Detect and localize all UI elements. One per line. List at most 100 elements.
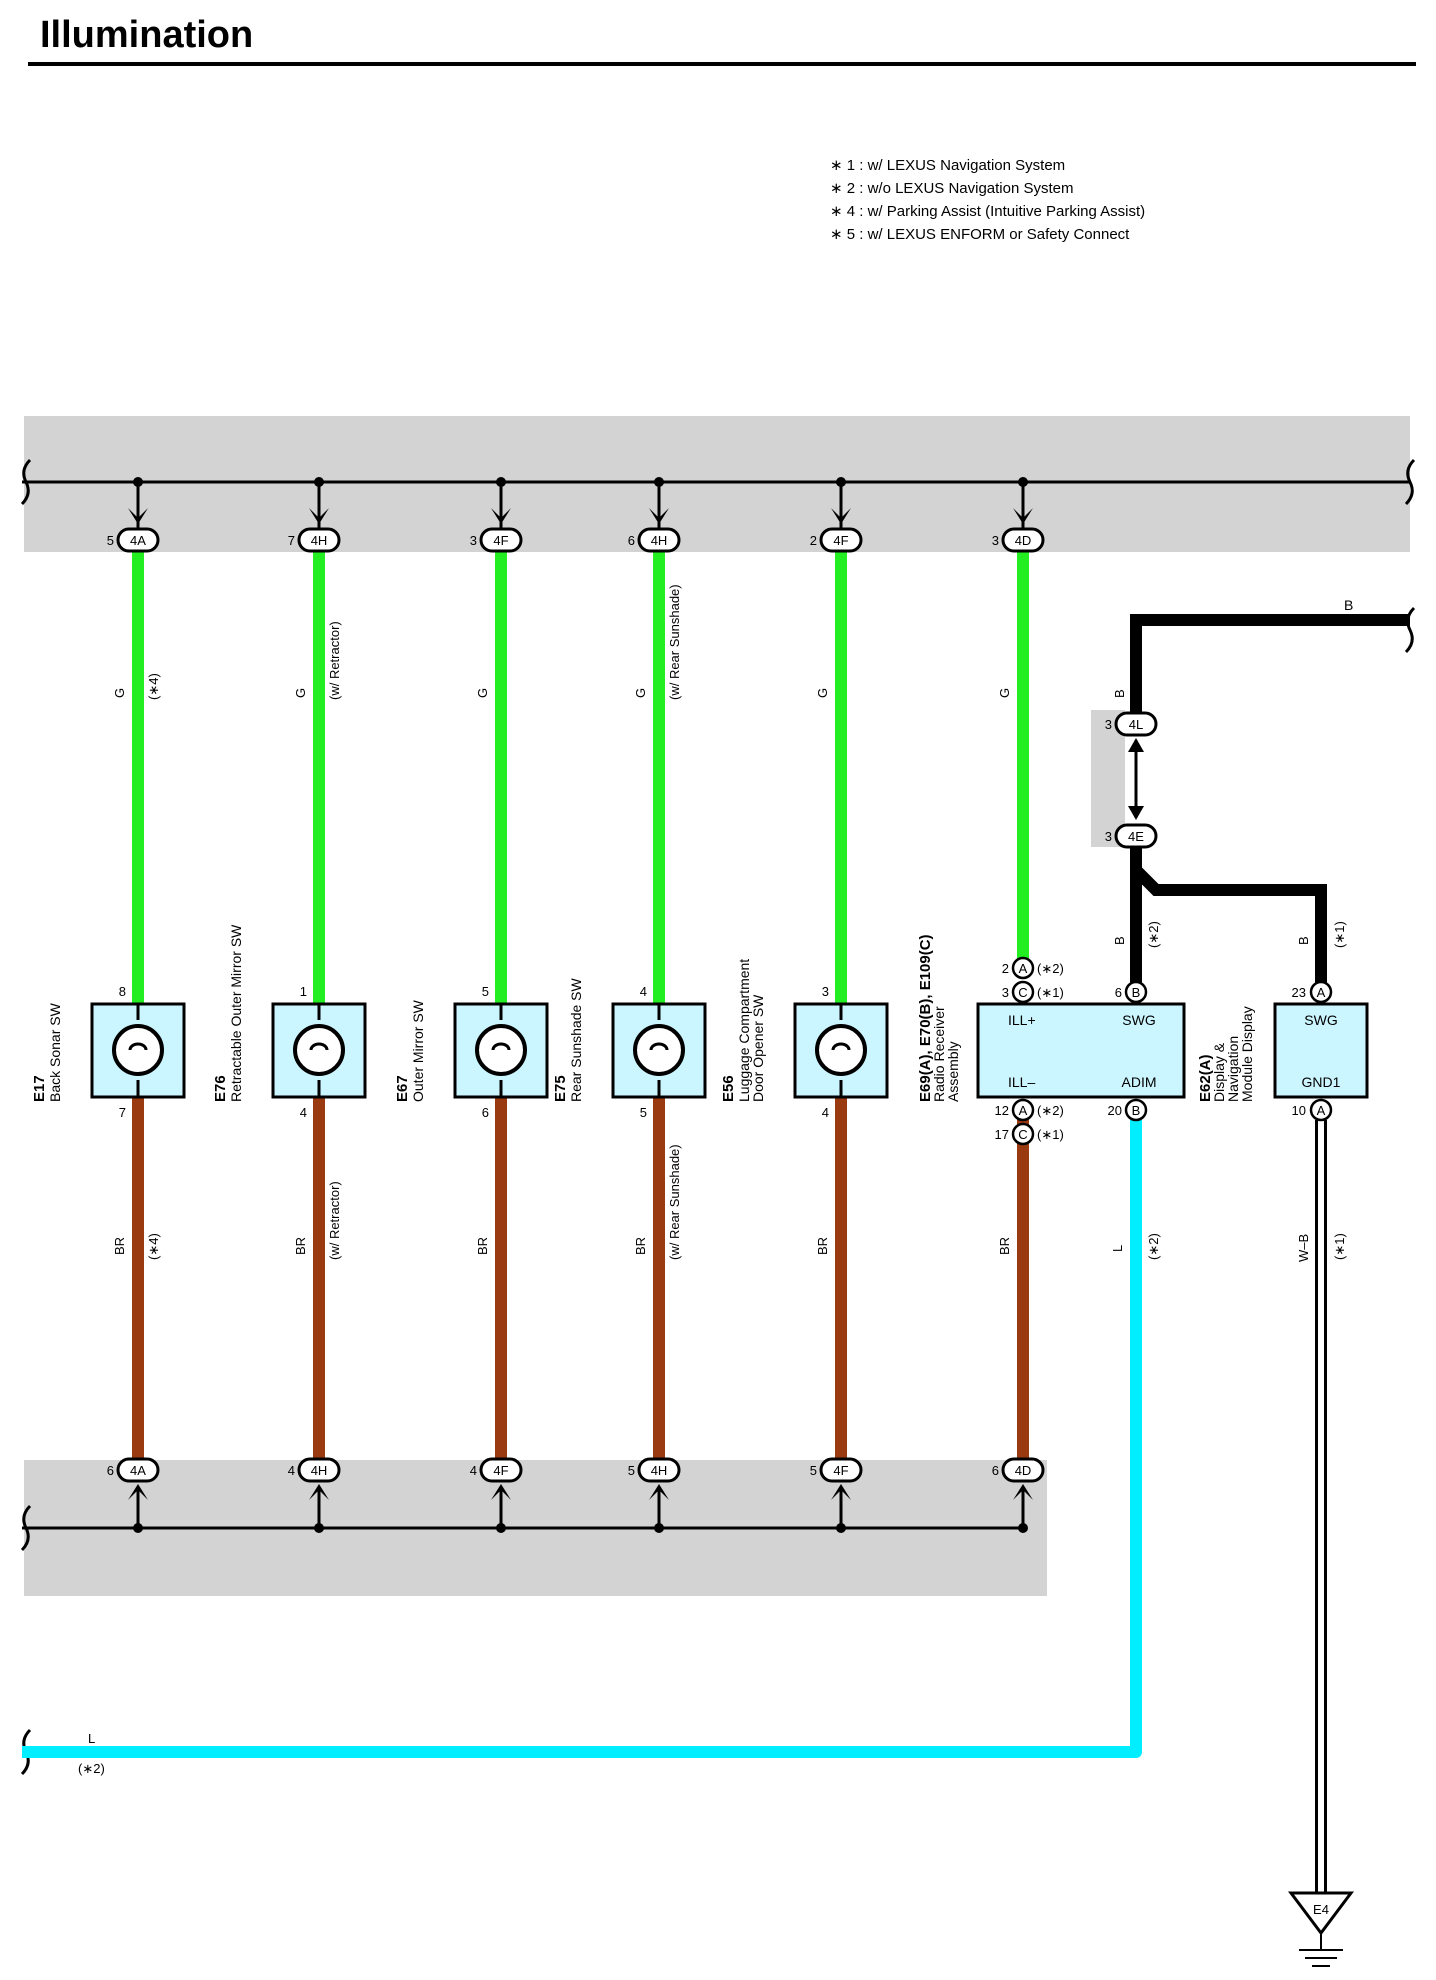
connector-pin-number: 4	[470, 1463, 477, 1478]
junction-connector-bottom-label: 4E	[1128, 829, 1144, 844]
radio-receiver-box	[976, 1002, 1186, 1099]
radio-pin-connector-label: B	[1132, 985, 1141, 1000]
wire-condition: (∗4)	[146, 1233, 161, 1260]
terminal-ill-plus: ILL+	[1008, 1012, 1036, 1028]
radio-pin-condition: (∗1)	[1037, 985, 1064, 1000]
component-code: E69(A), E70(B), E109(C)	[917, 934, 934, 1102]
connector-arrow	[128, 508, 148, 524]
connector-top	[297, 527, 341, 553]
display-module-box	[1273, 1002, 1369, 1099]
terminal-gnd: GND1	[1302, 1074, 1341, 1090]
display-pin-connector	[1309, 1098, 1333, 1122]
junction-arrow-down	[1128, 806, 1144, 820]
wire-color-label: B	[1112, 689, 1127, 698]
radio-pin-connector-label: A	[1019, 961, 1028, 976]
illumination-lamp-icon	[633, 1024, 685, 1076]
connector-pin-number: 6	[107, 1463, 114, 1478]
terminal-swg: SWG	[1304, 1012, 1337, 1028]
terminal-ill-minus: ILL–	[1008, 1074, 1035, 1090]
connector-pin-number: 3	[992, 533, 999, 548]
radio-pin-connector-label: C	[1018, 985, 1027, 1000]
component-code: E75	[552, 1075, 569, 1102]
wire-color-label: BR	[997, 1237, 1012, 1255]
connector-pin-number: 5	[107, 533, 114, 548]
radio-pin-number: 3	[1002, 985, 1009, 1000]
connector-bottom-label: 4H	[311, 1463, 328, 1478]
component-name: Module Display	[1239, 1006, 1255, 1102]
connector-bottom	[1001, 1457, 1045, 1483]
connector-top	[116, 527, 160, 553]
wire-color-label: G	[293, 688, 308, 698]
display-pin-connector-label: A	[1317, 985, 1326, 1000]
radio-pin-number: 6	[1115, 985, 1122, 1000]
note-line: ∗ 5 : w/ LEXUS ENFORM or Safety Connect	[830, 226, 1130, 243]
radio-pin-connector	[1011, 1122, 1035, 1146]
radio-pin-connector-label: B	[1132, 1103, 1141, 1118]
connector-arrow	[831, 508, 851, 524]
connector-top-label: 4A	[130, 533, 146, 548]
connector-arrow	[649, 1484, 669, 1500]
connector-bottom	[479, 1457, 523, 1483]
connector-top-label: 4F	[833, 533, 848, 548]
wire-condition: (∗4)	[146, 673, 161, 700]
component-code: E76	[212, 1075, 229, 1102]
junction-pin: 3	[1105, 829, 1112, 844]
wire-color-label: BR	[475, 1237, 490, 1255]
switch-pin-bottom: 4	[822, 1105, 829, 1120]
junction-pin: 3	[1105, 717, 1112, 732]
wire-condition: (w/ Rear Sunshade)	[667, 584, 682, 700]
radio-pin-connector	[1011, 1098, 1035, 1122]
connector-arrow	[309, 508, 329, 524]
wire-color-label: W–B	[1296, 1234, 1311, 1262]
top-bus-break-right	[1404, 458, 1416, 506]
connector-bottom-label: 4F	[493, 1463, 508, 1478]
switch-pin-bottom: 5	[640, 1105, 647, 1120]
notes-legend: ∗ 1 : w/ LEXUS Navigation System∗ 2 : w/…	[830, 157, 1145, 243]
display-pin-number: 23	[1292, 985, 1306, 1000]
wire-condition: (w/ Retractor)	[327, 1181, 342, 1260]
radio-pin-number: 12	[995, 1103, 1009, 1118]
wire-color-label: BR	[112, 1237, 127, 1255]
illumination-lamp-icon	[112, 1024, 164, 1076]
connector-top	[479, 527, 523, 553]
connector-top	[637, 527, 681, 553]
junction-connector-top	[1114, 711, 1158, 737]
lamp-filament	[128, 1042, 148, 1051]
bus-junction-dot	[133, 1523, 143, 1533]
wire-color-label: G	[633, 688, 648, 698]
junction-connector-top-label: 4L	[1129, 717, 1143, 732]
connector-arrow	[491, 508, 511, 524]
radio-pin-connector	[1011, 980, 1035, 1004]
lamp-filament	[491, 1042, 511, 1051]
bus-junction-dot	[314, 1523, 324, 1533]
top-bus-break-left	[20, 458, 32, 506]
component-code: E56	[720, 1075, 737, 1102]
note-line: ∗ 4 : w/ Parking Assist (Intuitive Parki…	[830, 203, 1145, 220]
bus-junction-dot	[1018, 477, 1028, 487]
connector-bottom	[116, 1457, 160, 1483]
component-name: Back Sonar SW	[47, 1002, 63, 1102]
illumination-lamp-icon	[475, 1024, 527, 1076]
connector-bottom	[637, 1457, 681, 1483]
wire-color-label: BR	[815, 1237, 830, 1255]
bus-junction-dot	[133, 477, 143, 487]
top-bus-band	[24, 416, 1410, 552]
wire-color-label: L	[88, 1731, 95, 1746]
display-pin-number: 10	[1292, 1103, 1306, 1118]
connector-bottom-label: 4A	[130, 1463, 146, 1478]
wire-condition: (∗2)	[78, 1761, 105, 1776]
illumination-lamp-icon	[815, 1024, 867, 1076]
radio-pin-connector	[1011, 956, 1035, 980]
junction-arrow-up	[1128, 738, 1144, 752]
switch-pin-top: 4	[640, 984, 647, 999]
connector-pin-number: 7	[288, 533, 295, 548]
bus-junction-dot	[654, 1523, 664, 1533]
connector-arrow	[1013, 1484, 1033, 1500]
switch-pin-top: 1	[300, 984, 307, 999]
note-line: ∗ 2 : w/o LEXUS Navigation System	[830, 180, 1074, 197]
bus-junction-dot	[654, 477, 664, 487]
connector-arrow	[649, 508, 669, 524]
component-name: Radio Receiver	[931, 1006, 947, 1102]
